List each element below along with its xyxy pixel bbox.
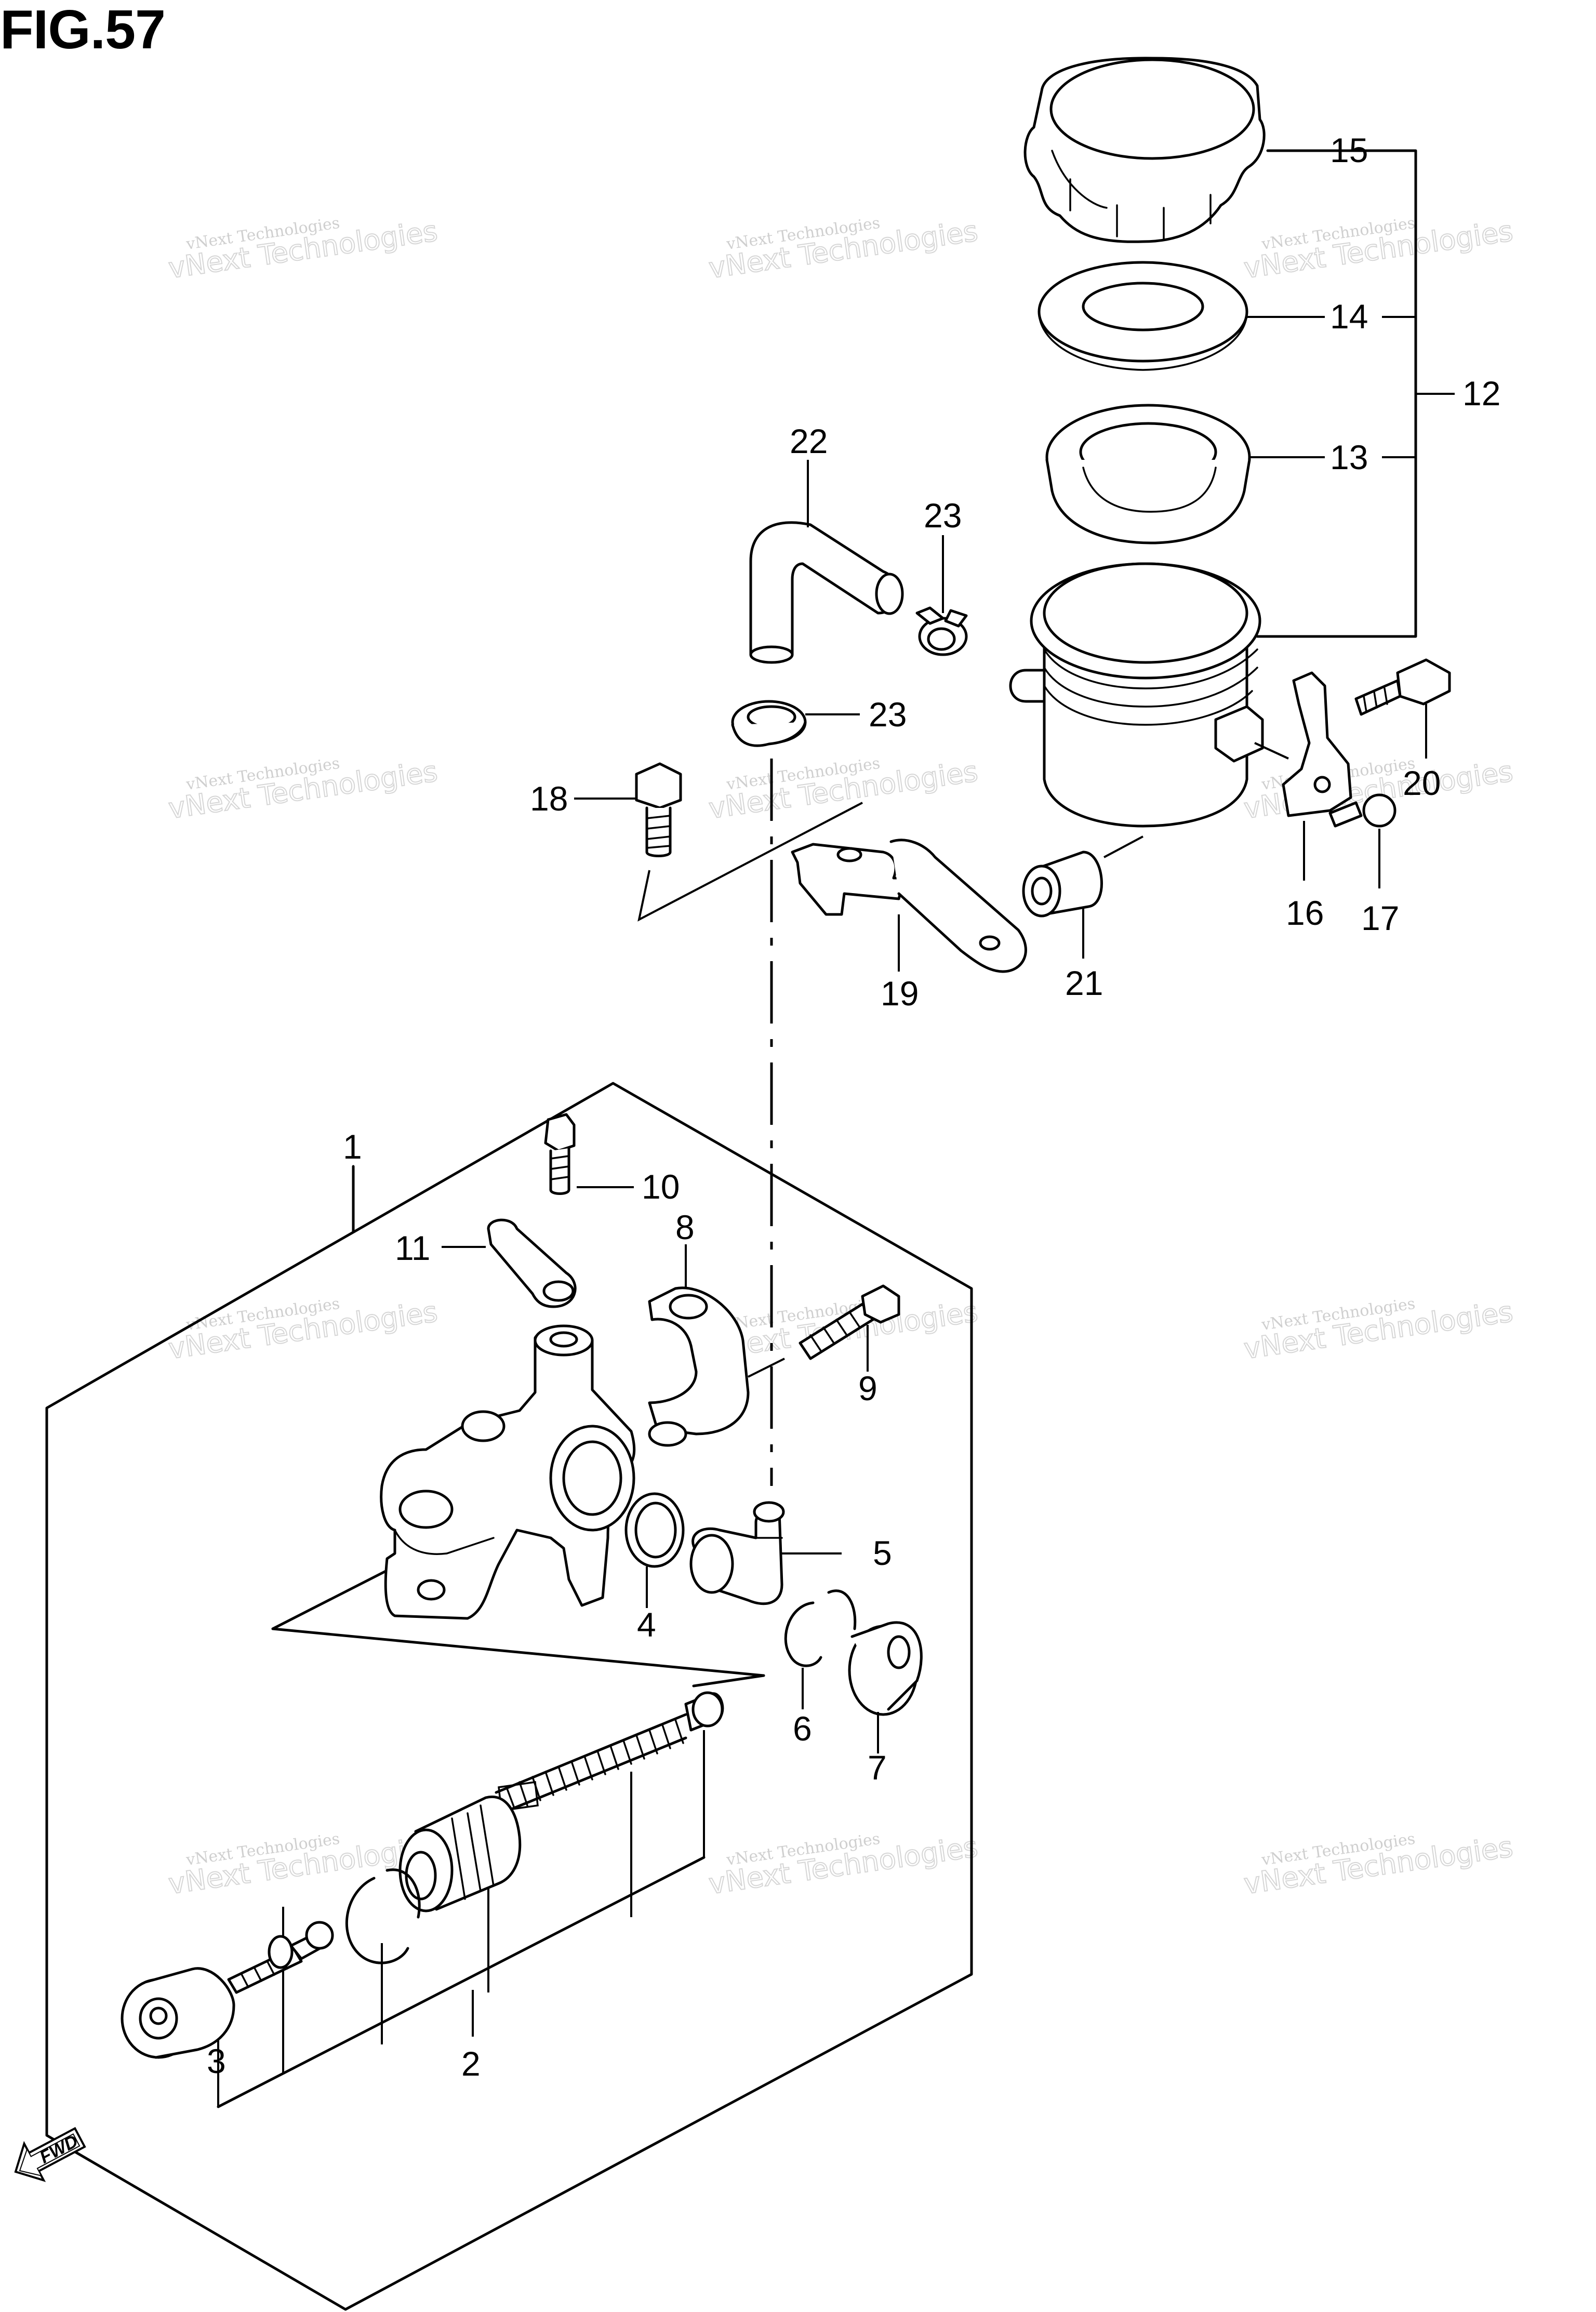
bleeder-valve [544, 1113, 576, 1195]
callout-4: 4 [637, 1605, 656, 1644]
callout-10: 10 [642, 1167, 680, 1206]
return-spring [495, 1691, 724, 1815]
callout-12: 12 [1462, 374, 1500, 413]
callout-7: 7 [868, 1748, 887, 1787]
callout-6: 6 [793, 1709, 812, 1748]
section-line [692, 1674, 765, 1688]
bolt-9 [799, 1284, 900, 1360]
diaphragm-plate [1038, 261, 1248, 371]
callout-15: 15 [1330, 131, 1368, 169]
bleeder-cap [487, 1218, 577, 1308]
callout-20: 20 [1403, 764, 1441, 802]
reservoir-stay [1282, 671, 1352, 817]
reservoir-to-grommet [1103, 835, 1143, 858]
callout-3: 3 [207, 2042, 226, 2080]
section-line [271, 1562, 402, 1630]
stay-to-block [1254, 742, 1289, 760]
reservoir-body [1009, 562, 1264, 828]
callout-9: 9 [858, 1369, 877, 1407]
callout-18: 18 [530, 779, 568, 818]
diaphragm [1045, 404, 1251, 544]
circlip-6 [784, 1589, 857, 1667]
bolt-18 [635, 762, 682, 857]
master-cylinder-body [380, 1324, 636, 1620]
callout-23-lower: 23 [869, 695, 907, 734]
callout-14: 14 [1330, 297, 1368, 336]
hose-union [689, 1501, 785, 1605]
bracket-2 [217, 1856, 706, 2108]
grommet-21 [1022, 851, 1103, 918]
callout-23-upper: 23 [924, 496, 962, 535]
section-line [271, 1627, 765, 1677]
callout-19: 19 [881, 974, 919, 1013]
callout-21: 21 [1065, 964, 1103, 1002]
push-rod [227, 1921, 334, 1994]
push-rod-boot [121, 1967, 235, 2059]
assembly-frame [45, 1082, 973, 2311]
screw-17 [1328, 793, 1396, 828]
holder-to-bolt [748, 1358, 785, 1378]
callout-11: 11 [395, 1229, 431, 1267]
bolt-20 [1354, 658, 1451, 716]
o-ring [624, 1492, 685, 1568]
reservoir-hose [749, 521, 904, 664]
callout-17: 17 [1361, 899, 1399, 937]
callout-2: 2 [461, 2044, 481, 2083]
dust-boot [848, 1621, 923, 1716]
handlebar-holder [648, 1286, 750, 1447]
callout-1: 1 [343, 1127, 362, 1166]
leader-18-19 [637, 802, 863, 922]
hose-clamp-lower [731, 700, 807, 747]
callout-22: 22 [790, 422, 828, 460]
reservoir-bracket [791, 839, 1027, 973]
callout-13: 13 [1330, 438, 1368, 476]
forward-arrow: FWD [14, 2127, 86, 2182]
piston [398, 1796, 522, 1912]
reservoir-cap [1023, 57, 1266, 243]
hose-clamp-upper [915, 606, 968, 656]
callout-8: 8 [675, 1208, 695, 1246]
callout-5: 5 [873, 1534, 892, 1572]
callout-16: 16 [1286, 894, 1324, 932]
figure-title: FIG.57 [0, 0, 166, 60]
circlip-large [345, 1868, 421, 1964]
